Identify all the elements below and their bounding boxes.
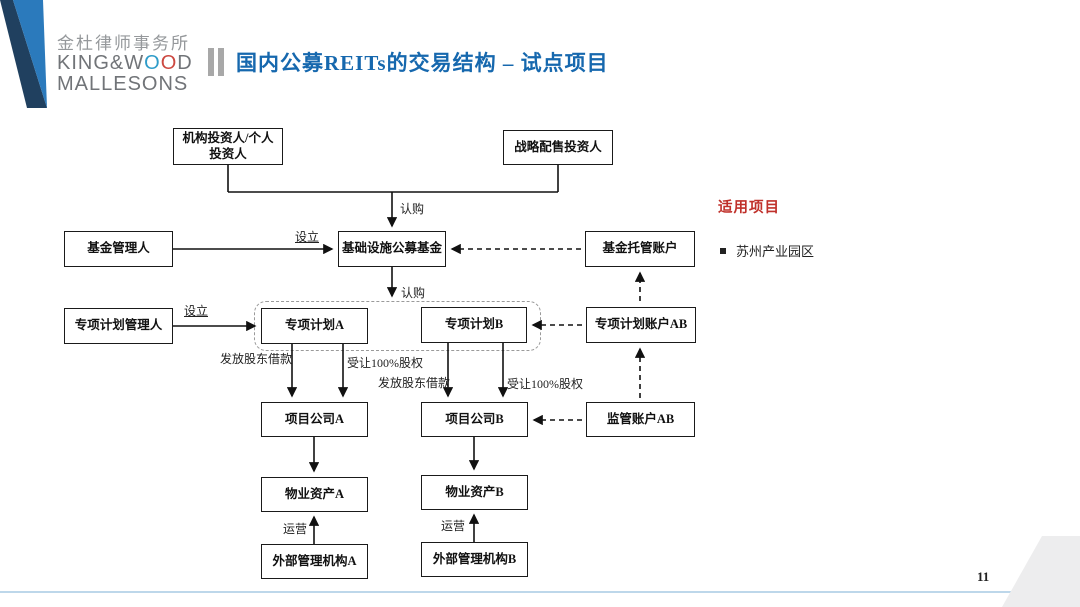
logo-en-line1: KING&WOOD xyxy=(57,52,193,75)
logo-ring-red: O xyxy=(160,52,178,75)
node-special-plan-manager: 专项计划管理人 xyxy=(64,308,173,344)
applicable-projects-heading: 适用项目 xyxy=(718,200,780,216)
corner-dark-triangle xyxy=(0,0,47,108)
node-external-manager-a: 外部管理机构A xyxy=(261,544,368,579)
node-strategic-placement-investors: 战略配售投资人 xyxy=(503,130,613,165)
node-special-plan-b: 专项计划B xyxy=(421,307,527,343)
node-special-plan-a: 专项计划A xyxy=(261,308,368,344)
label-loan-a: 发放股东借款 xyxy=(220,352,293,366)
page-number: 11 xyxy=(977,569,990,584)
label-loan-b: 发放股东借款 xyxy=(378,376,451,390)
label-equity-b: 受让100%股权 xyxy=(507,377,583,391)
label-subscribe-plan: 认购 xyxy=(401,286,426,300)
logo-en-post: D xyxy=(177,52,193,75)
label-equity-a: 受让100%股权 xyxy=(347,356,423,370)
corner-brand-shape xyxy=(0,0,47,108)
label-establish-fund: 设立 xyxy=(295,230,320,244)
node-property-asset-b: 物业资产B xyxy=(421,475,528,510)
title-accent-bar xyxy=(218,48,224,76)
applicable-project-item: 苏州产业园区 xyxy=(720,241,814,260)
logo-ring-blue: O xyxy=(144,52,161,75)
label-establish-plan: 设立 xyxy=(184,304,209,318)
node-external-manager-b: 外部管理机构B xyxy=(421,542,528,577)
node-project-company-a: 项目公司A xyxy=(261,402,368,437)
label-subscribe-top: 认购 xyxy=(400,202,425,216)
logo-cn-text: 金杜律师事务所 xyxy=(57,34,190,53)
node-institutional-individual-investors: 机构投资人/个人 投资人 xyxy=(173,128,283,165)
node-special-plan-account-ab: 专项计划账户AB xyxy=(586,307,696,343)
corner-bright-triangle xyxy=(13,0,47,108)
node-supervision-account-ab: 监管账户AB xyxy=(586,402,695,437)
footer-accent-line xyxy=(0,591,1080,593)
node-fund-manager: 基金管理人 xyxy=(64,231,173,267)
logo-en-line2: MALLESONS xyxy=(57,73,189,96)
node-property-asset-a: 物业资产A xyxy=(261,477,368,512)
logo-en-pre: KING&W xyxy=(57,52,145,75)
kwm-logo: 金杜律师事务所 KING&WOOD MALLESONS xyxy=(57,34,193,96)
footer-gray-triangle xyxy=(1002,536,1080,607)
node-project-company-b: 项目公司B xyxy=(421,402,528,437)
bullet-square-icon xyxy=(720,247,726,254)
label-operate-a: 运营 xyxy=(283,522,308,536)
title-block: 国内公募REITs的交易结构 – 试点项目 xyxy=(208,47,609,77)
page-title: 国内公募REITs的交易结构 – 试点项目 xyxy=(236,51,609,75)
node-infrastructure-public-fund: 基础设施公募基金 xyxy=(338,231,446,267)
applicable-project-text: 苏州产业园区 xyxy=(736,244,815,259)
label-operate-b: 运营 xyxy=(441,519,466,533)
title-accent-bar xyxy=(208,48,214,76)
node-fund-custody-account: 基金托管账户 xyxy=(585,231,695,267)
